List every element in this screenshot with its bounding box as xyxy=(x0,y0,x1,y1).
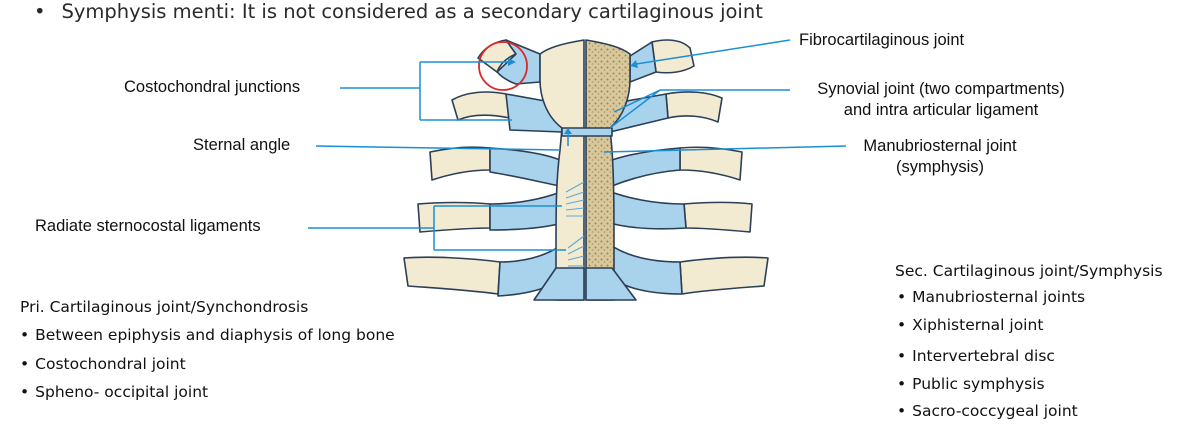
label-synovial-line2: and intra articular ligament xyxy=(843,101,1039,119)
left-rib-5 xyxy=(403,256,501,295)
leader-lines xyxy=(308,39,847,251)
manubriosternal-band xyxy=(561,127,613,137)
label-fibrocartilaginous-joint: Fibrocartilaginous joint xyxy=(799,31,965,49)
secondary-item-5: • Sacro-coccygeal joint xyxy=(897,402,1078,420)
label-radiate-ligaments: Radiate sternocostal ligaments xyxy=(35,217,261,235)
left-rib-3 xyxy=(429,146,491,181)
secondary-item-4: • Public symphysis xyxy=(897,375,1045,393)
label-manubriosternal-joint: Manubriosternal joint (symphysis) xyxy=(850,137,1030,177)
xiphoid-right xyxy=(585,267,637,301)
label-costochondral-junctions: Costochondral junctions xyxy=(124,78,301,96)
label-synovial-line1: Synovial joint (two compartments) xyxy=(817,80,1065,98)
bullet: • xyxy=(20,326,30,344)
right-rib-4 xyxy=(683,201,753,233)
bullet: • xyxy=(20,355,30,373)
left-cartilage-3 xyxy=(489,147,561,187)
bullet: • xyxy=(897,402,907,420)
radiate-ligaments xyxy=(565,181,585,267)
primary-item-2: • Costochondral joint xyxy=(20,355,186,373)
right-cartilage-3 xyxy=(611,147,681,187)
sternum-right-half xyxy=(585,39,631,301)
secondary-item-text: Manubriosternal joints xyxy=(912,288,1086,306)
label-sternal-angle: Sternal angle xyxy=(193,136,291,154)
secondary-item-text: Public symphysis xyxy=(912,375,1045,393)
primary-item-text: Costochondral joint xyxy=(35,355,186,373)
secondary-item-3: • Intervertebral disc xyxy=(897,347,1055,365)
secondary-title: Sec. Cartilaginous joint/Symphysis xyxy=(895,262,1163,280)
right-cartilage-4 xyxy=(605,189,687,230)
right-rib-1 xyxy=(651,39,695,74)
secondary-item-text: Sacro-coccygeal joint xyxy=(912,402,1078,420)
secondary-item-text: Intervertebral disc xyxy=(912,347,1055,365)
highlight-circle xyxy=(478,41,528,91)
leader-arrowheads xyxy=(508,58,638,134)
bullet: • xyxy=(897,375,907,393)
label-manubriosternal-line2: (symphysis) xyxy=(895,158,984,176)
sternum-left-half xyxy=(539,39,585,301)
xiphoid-left xyxy=(533,267,585,301)
header-text: Symphysis menti: It is not considered as… xyxy=(61,0,763,23)
secondary-item-2: • Xiphisternal joint xyxy=(897,316,1043,334)
bullet: • xyxy=(20,383,30,401)
left-rib-2 xyxy=(451,91,511,121)
label-synovial-joint: Synovial joint (two compartments) and in… xyxy=(796,80,1086,120)
label-manubriosternal-line1: Manubriosternal joint xyxy=(863,137,1017,155)
right-rib-5 xyxy=(679,256,769,295)
primary-item-3: • Spheno- occipital joint xyxy=(20,383,208,401)
secondary-item-text: Xiphisternal joint xyxy=(912,316,1044,334)
primary-title: Pri. Cartilaginous joint/Synchondrosis xyxy=(20,298,309,316)
left-cartilage-4 xyxy=(489,189,567,231)
bullet: • xyxy=(897,288,907,306)
header-bullet: • xyxy=(34,0,46,23)
primary-item-text: Between epiphysis and diaphysis of long … xyxy=(35,326,395,344)
secondary-item-1: • Manubriosternal joints xyxy=(897,288,1085,306)
right-rib-3 xyxy=(679,146,743,181)
primary-item-text: Spheno- occipital joint xyxy=(35,383,209,401)
primary-item-1: • Between epiphysis and diaphysis of long… xyxy=(20,326,395,344)
right-costal-cartilages xyxy=(601,41,687,295)
header-note: • Symphysis menti: It is not considered a… xyxy=(34,0,763,23)
bullet: • xyxy=(897,347,907,365)
right-ribs xyxy=(651,39,769,295)
right-rib-2 xyxy=(665,91,723,123)
bullet: • xyxy=(897,316,907,334)
left-cartilage-1 xyxy=(496,39,541,85)
left-ribs xyxy=(403,39,517,295)
left-costal-cartilages xyxy=(489,39,571,297)
